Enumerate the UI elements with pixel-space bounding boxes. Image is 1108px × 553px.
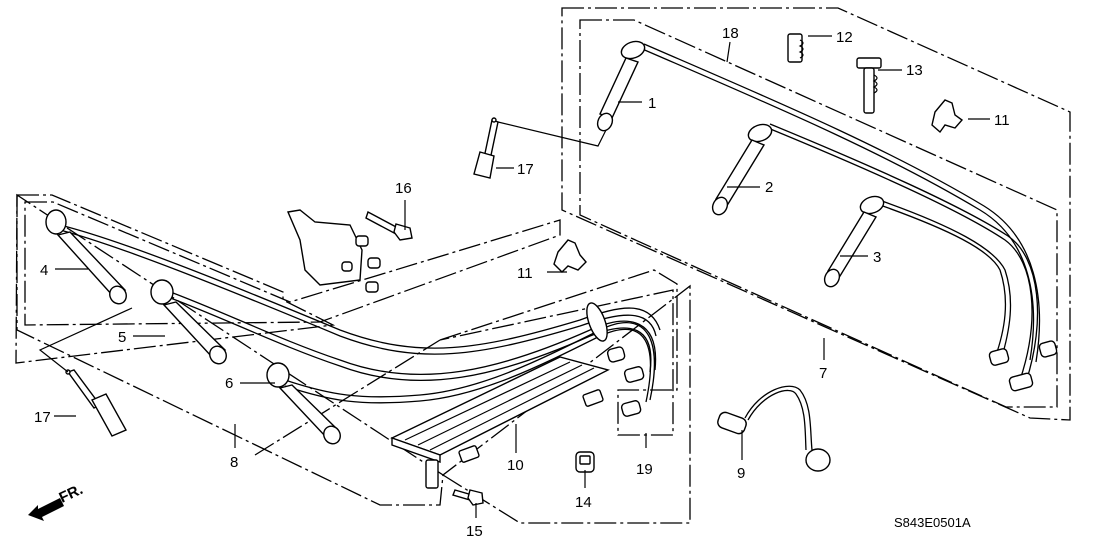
front-direction-arrow-icon — [28, 498, 64, 521]
callout-4: 4 — [40, 262, 48, 279]
clamp-11-upper — [931, 99, 964, 134]
callout-8: 8 — [230, 454, 238, 471]
callout-1: 1 — [648, 95, 656, 112]
callout-11-lower: 11 — [517, 265, 533, 282]
wire-5-harness — [164, 289, 657, 382]
callout-17-upper: 17 — [517, 161, 534, 178]
group-box-bottom — [441, 284, 691, 524]
callout-9: 9 — [737, 465, 745, 482]
plug-boot-1 — [596, 40, 646, 132]
callout-12: 12 — [836, 29, 853, 46]
clamp-12 — [787, 33, 804, 63]
wire-2-to-7 — [767, 123, 1039, 383]
wire-6-harness — [284, 322, 655, 404]
bolt-15 — [452, 489, 484, 506]
group-box-8-outer — [15, 194, 336, 364]
leader-lines — [38, 35, 990, 518]
spark-plug-upper — [473, 117, 499, 179]
wire-holder-rail — [390, 356, 610, 489]
bolt-16 — [365, 210, 413, 241]
spark-plug-lower — [65, 369, 127, 437]
distributor-boots-19 — [606, 346, 645, 417]
callout-18: 18 — [722, 25, 739, 42]
harness-sleeve — [586, 302, 608, 342]
group-box-8-inner — [24, 201, 561, 326]
group-box-7-inner — [579, 19, 1058, 408]
plug-boot-4 — [45, 209, 127, 305]
callout-17-lower: 17 — [34, 409, 51, 426]
callout-11-upper: 11 — [994, 112, 1010, 129]
plug-boot-5 — [150, 279, 227, 365]
distributor-boots-7 — [988, 340, 1058, 392]
diagram-code: S843E0501A — [894, 515, 971, 530]
callout-3: 3 — [873, 249, 881, 266]
wire-3-to-7 — [879, 200, 1012, 361]
group-box-19 — [439, 269, 678, 436]
wire-18-to-7 — [639, 43, 1041, 363]
callout-7: 7 — [819, 365, 827, 382]
distributor-cap — [287, 209, 381, 293]
callout-14: 14 — [575, 494, 592, 511]
plug-boot-2 — [711, 123, 773, 216]
callout-13: 13 — [906, 62, 923, 79]
front-direction-label: FR. — [57, 481, 86, 507]
group-box-8-frame — [16, 193, 444, 506]
callout-10: 10 — [507, 457, 524, 474]
coil-wire-9 — [717, 385, 831, 472]
callout-19: 19 — [636, 461, 653, 478]
group-box-link — [254, 339, 441, 456]
clamp-13 — [856, 57, 882, 114]
callout-6: 6 — [225, 375, 233, 392]
wire-4-harness — [59, 224, 661, 355]
callout-2: 2 — [765, 179, 773, 196]
callout-15: 15 — [466, 523, 483, 540]
clamp-11-lower — [553, 239, 587, 273]
clip-14 — [575, 451, 595, 473]
callout-5: 5 — [118, 329, 126, 346]
plug-boot-6 — [266, 362, 341, 445]
callout-16: 16 — [395, 180, 412, 197]
plug-boot-3 — [823, 195, 885, 288]
group-box-7-outer — [561, 7, 1071, 421]
